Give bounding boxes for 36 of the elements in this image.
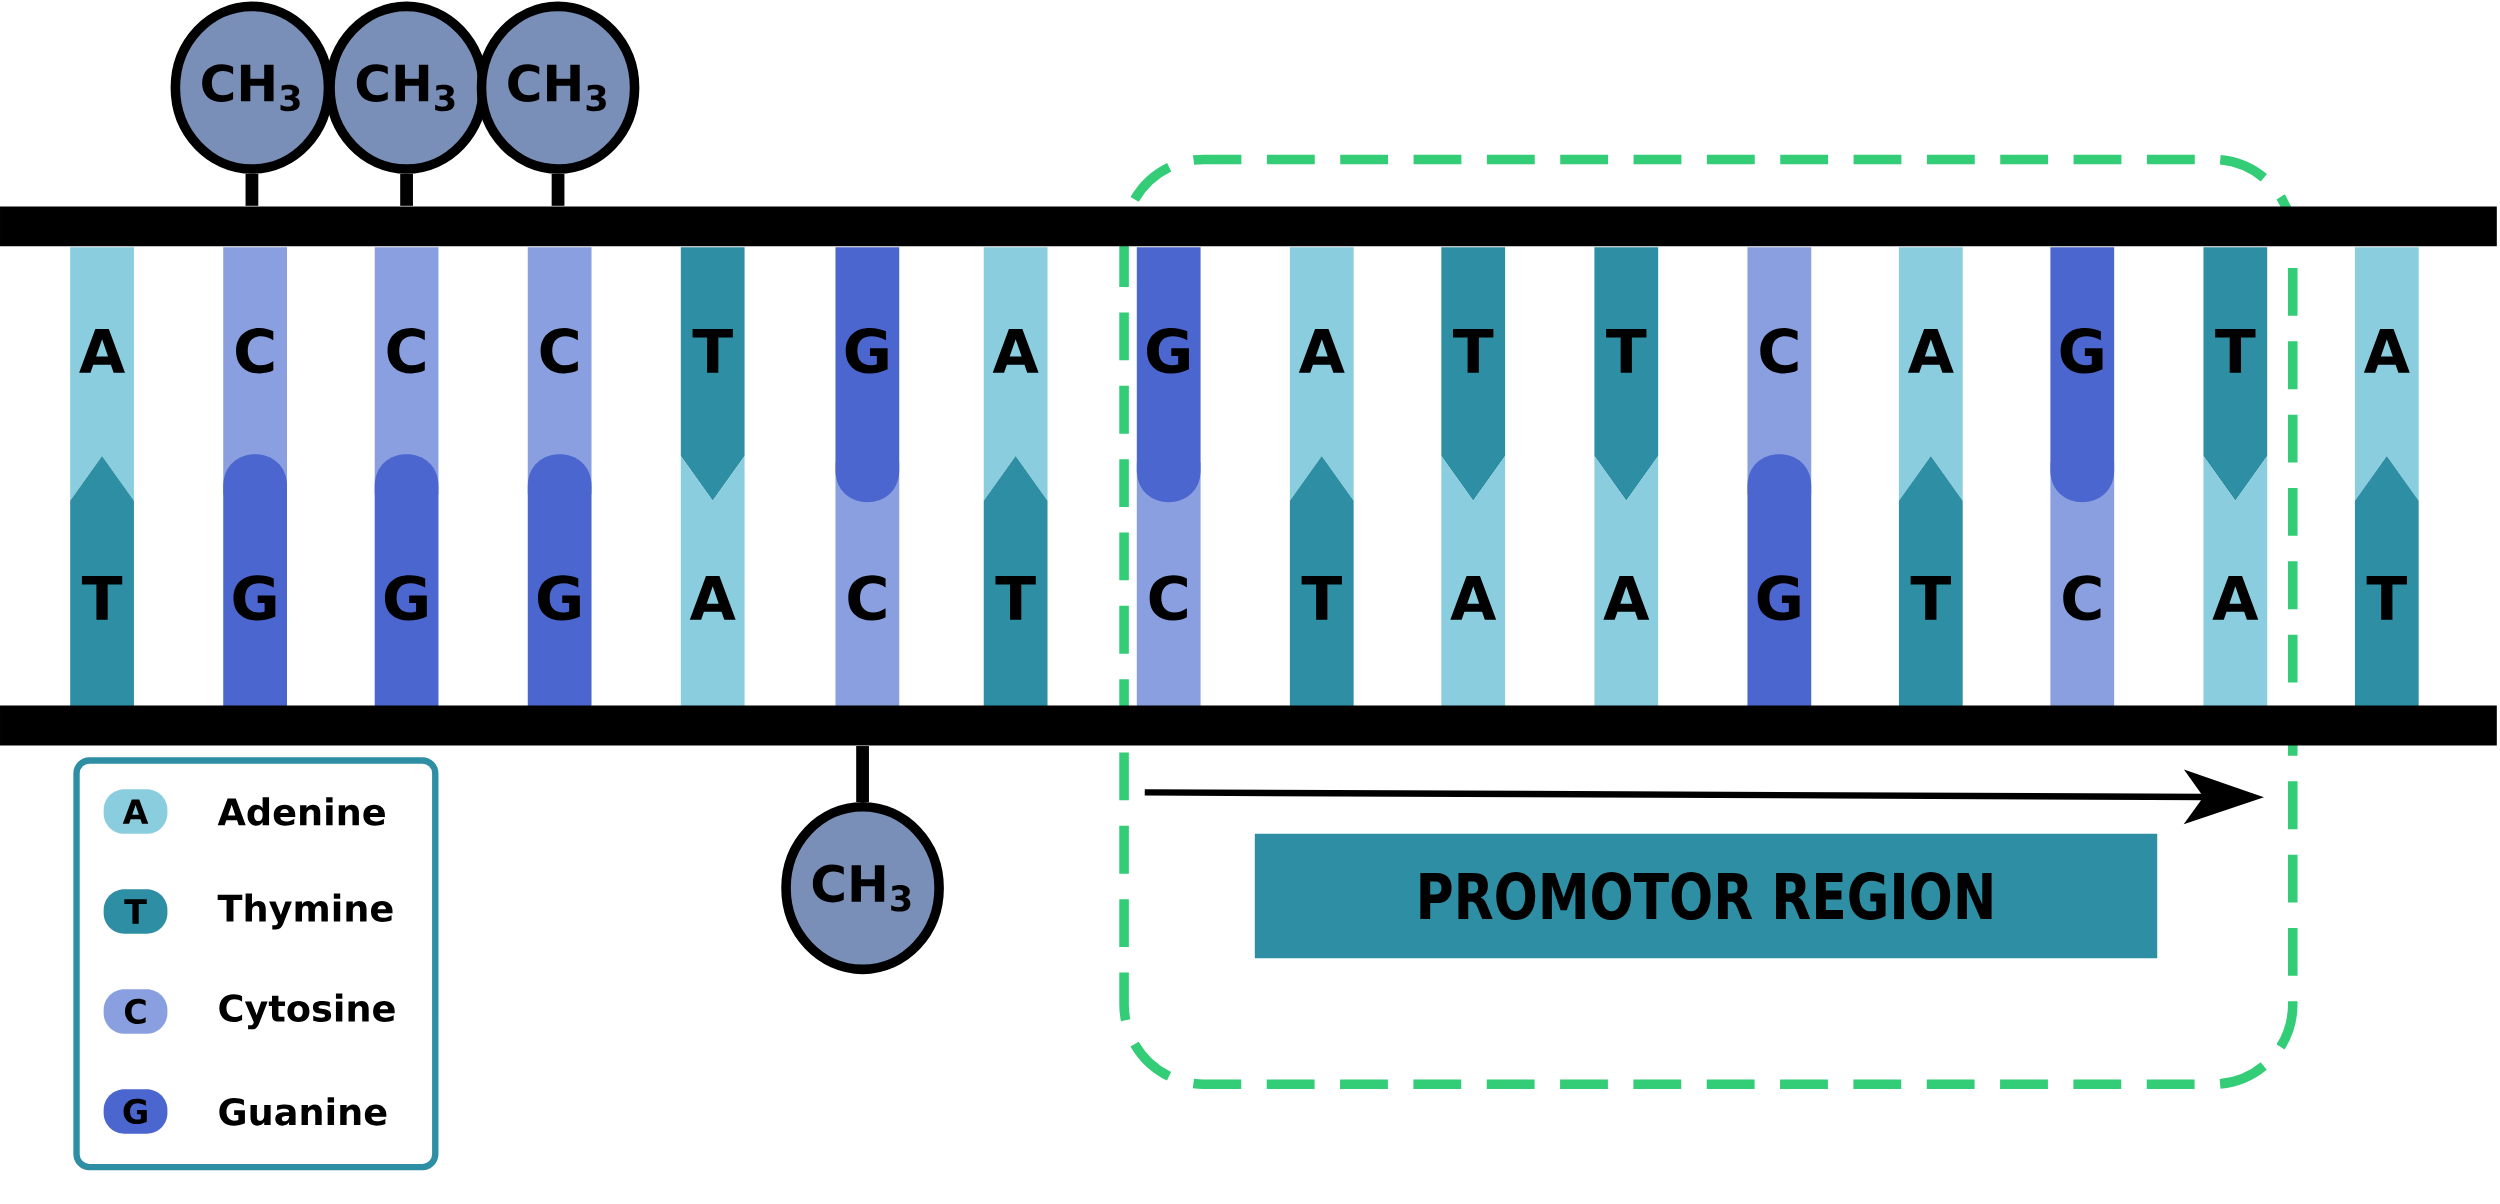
backbone-bar xyxy=(0,705,2497,746)
region-label-box: PROMOTOR REGION xyxy=(1254,834,2158,959)
base-bar: T xyxy=(2354,456,2419,707)
base-bar: T xyxy=(70,456,134,707)
base-bar: G xyxy=(2050,247,2115,503)
base-bar: A xyxy=(70,247,134,501)
base-bar: G xyxy=(223,454,287,707)
base-bar: G xyxy=(374,454,439,707)
base-bar: T xyxy=(680,247,745,501)
methyl-stem xyxy=(400,173,413,206)
base-bar: T xyxy=(1289,456,1354,707)
base-bar: A xyxy=(983,247,1048,501)
methyl-stem xyxy=(245,173,259,206)
base-bar: T xyxy=(1898,456,1963,707)
legend-label: Guanine xyxy=(219,1097,387,1126)
methyl-stem xyxy=(551,173,565,206)
base-bar: G xyxy=(835,247,900,503)
base-bar: A xyxy=(1289,247,1354,501)
base-bar: G xyxy=(527,454,592,707)
base-bar: T xyxy=(2203,247,2268,501)
base-bar: T xyxy=(983,456,1048,707)
base-bar: T xyxy=(1594,247,1659,501)
base-bar: A xyxy=(2354,247,2419,501)
legend-label: Adenine xyxy=(217,797,385,826)
base-bar: A xyxy=(680,456,745,707)
legend-label: Thymine xyxy=(217,893,393,930)
base-bar: A xyxy=(2203,456,2268,707)
backbone-bar xyxy=(0,206,2497,247)
base-bar: A xyxy=(1898,247,1963,501)
base-bar: A xyxy=(1441,456,1506,707)
base-bar: G xyxy=(1136,247,1201,503)
base-bar: G xyxy=(1747,454,1812,707)
legend-label: Cytosine xyxy=(219,993,395,1030)
base-bar: A xyxy=(1594,456,1659,707)
methyl-stem xyxy=(856,746,869,803)
base-bar: T xyxy=(1441,247,1506,501)
